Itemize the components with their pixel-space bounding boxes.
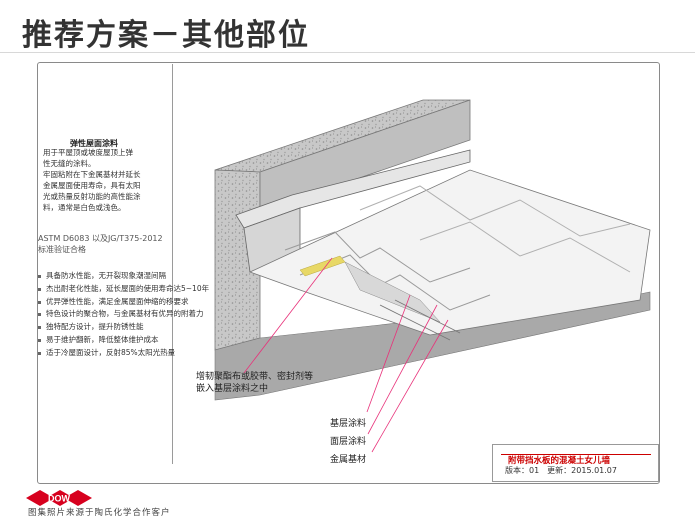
parapet-side (259, 99, 471, 213)
panel-divider (172, 64, 173, 464)
mesh-callout-line: 嵌入基层涂料之中 (196, 384, 269, 394)
callout-line (243, 257, 333, 374)
description-line: 光或热量反射功能的高性能涂 (43, 192, 141, 201)
feature-item: 适于冷屋面设计，反射85%太阳光热量 (38, 347, 209, 360)
detail-info-box: 附带挡水板的混凝土女儿墙 版本：01 更新：2015.01.07 (492, 444, 659, 482)
feature-item: 独特配方设计，提升防锈性能 (38, 321, 209, 334)
feature-item: 优异弹性性能，满足金属屋面伸缩的移要求 (38, 296, 209, 309)
mesh-callout-line: 增韧聚酯布或胶带、密封剂等 (196, 372, 314, 382)
feature-item: 具备防水性能，无开裂现象潮湿间隔 (38, 270, 209, 283)
title-divider (0, 52, 695, 53)
info-divider (501, 454, 651, 455)
roof-panel (248, 169, 651, 336)
feature-item: 特色设计的聚合物，与金属基材有优异的附着力 (38, 308, 209, 321)
base-coat-label: 基层涂料 (330, 419, 367, 429)
description-line: 料，通常是白色或浅色。 (43, 203, 126, 212)
dow-logo: DOW (26, 490, 92, 506)
version-info: 版本：01 更新：2015.01.07 (505, 466, 617, 475)
description-line: 性无缝的涂料。 (43, 159, 96, 168)
roof-rib (419, 221, 631, 273)
top-coat-label: 面层涂料 (330, 437, 367, 447)
parapet-roof-diagram (214, 99, 651, 453)
description-line: 用于平屋顶或坡度屋顶上弹 (43, 148, 133, 157)
standard-line: ASTM D6083 以及JG/T375-2012 (38, 234, 163, 243)
feature-item: 易于维护翻新，降低整体维护成本 (38, 334, 209, 347)
callout-line (371, 319, 449, 453)
callout-line (367, 304, 438, 435)
product-description: 用于平屋顶或坡度屋顶上弹 性无缝的涂料。 牢固粘附在下金属基材并延长 金属屋面使… (43, 147, 171, 213)
feature-item: 杰出耐老化性能，延长屋面的使用寿命达5~10年 (38, 283, 209, 296)
product-heading: 弹性屋面涂料 (70, 139, 118, 148)
standard-note: ASTM D6083 以及JG/T375-2012 标准验证合格 (38, 233, 163, 255)
standard-line: 标准验证合格 (38, 245, 86, 254)
footer-note: 图集照片来源于陶氏化学合作客户 (28, 508, 171, 518)
metal-substrate-label: 金属基材 (330, 455, 367, 465)
roof-rib (284, 231, 471, 283)
wall-base (214, 291, 651, 401)
mesh-callout-label: 增韧聚酯布或胶带、密封剂等 嵌入基层涂料之中 (196, 371, 313, 395)
description-line: 金属屋面使用寿命，具有太阳 (43, 181, 141, 190)
callout-line (366, 294, 411, 413)
feature-list: 具备防水性能，无开裂现象潮湿间隔 杰出耐老化性能，延长屋面的使用寿命达5~10年… (38, 270, 209, 360)
detail-title: 附带挡水板的混凝土女儿墙 (508, 456, 611, 466)
coating-grey-strip (344, 261, 441, 323)
description-line: 牢固粘附在下金属基材并延长 (43, 170, 141, 179)
roof-rib (359, 185, 631, 237)
page-title: 推荐方案－其他部位 (22, 18, 310, 53)
logo-text: DOW (48, 494, 71, 504)
